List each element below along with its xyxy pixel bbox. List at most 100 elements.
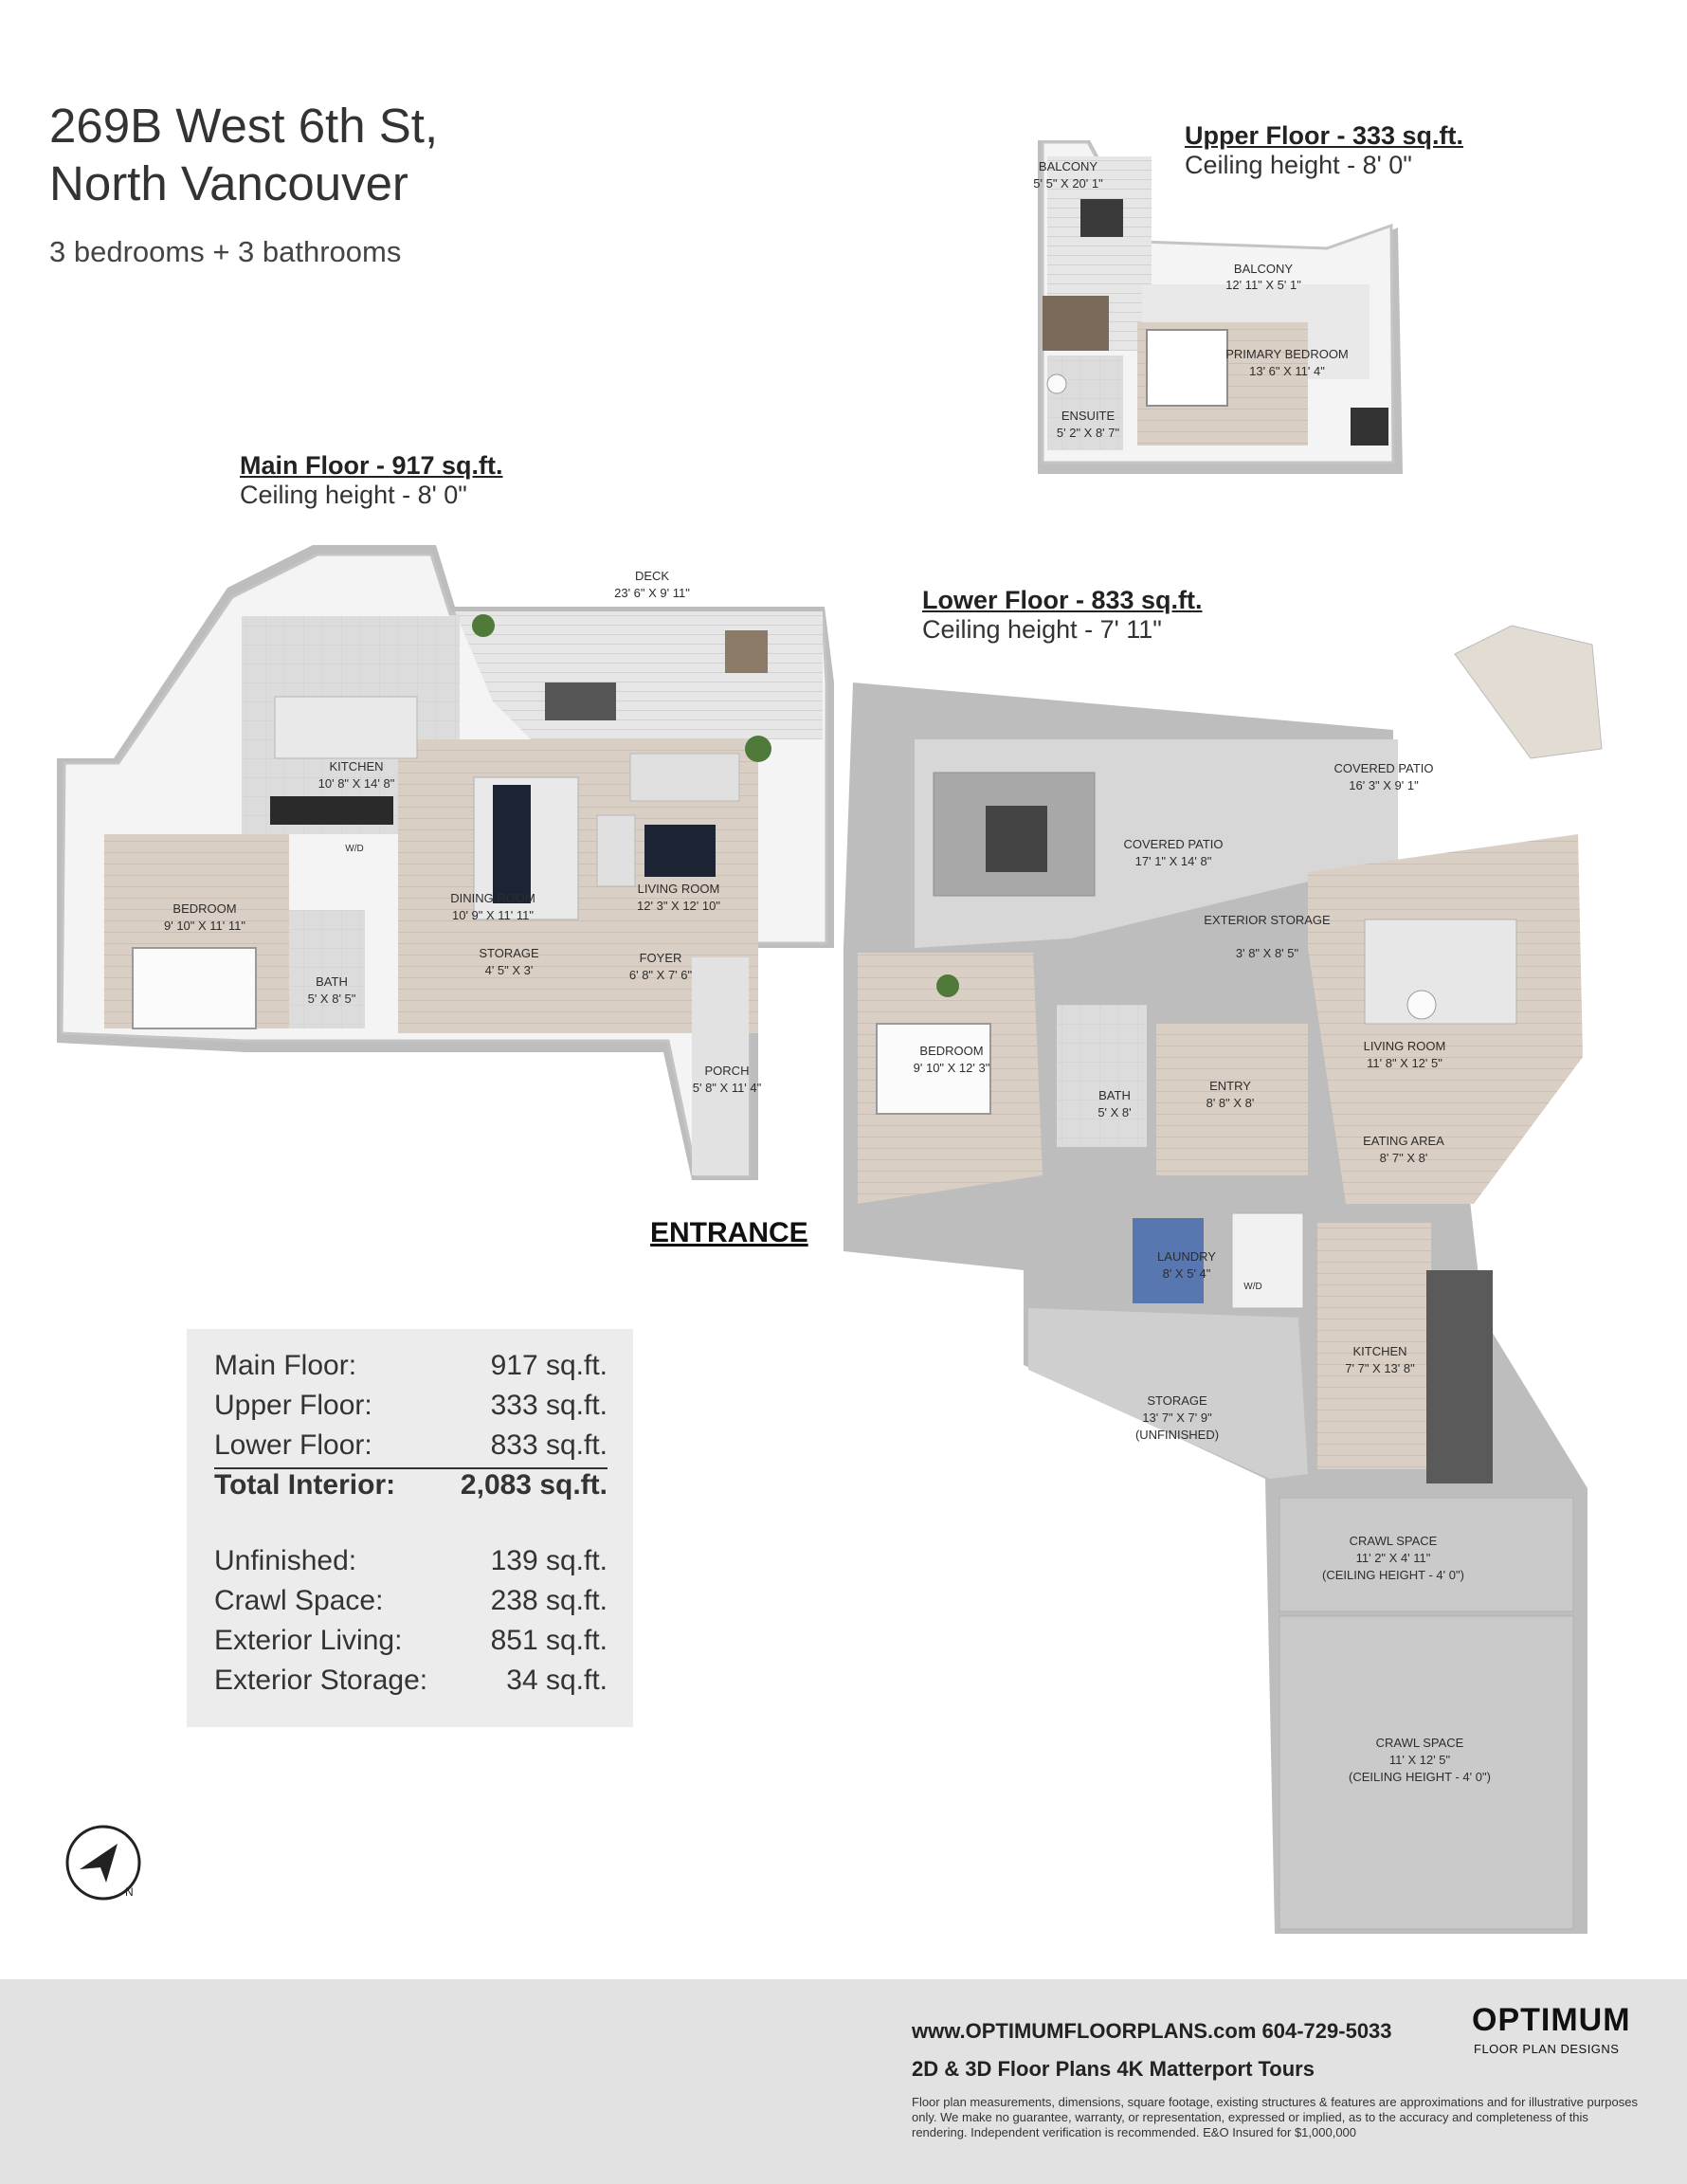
room-upper-ensuite-name: ENSUITE (1061, 409, 1116, 423)
property-address: 269B West 6th St, North Vancouver (49, 97, 438, 212)
room-lower-eating-name: EATING AREA (1363, 1134, 1444, 1148)
room-main-kitchen-dim: 10' 8" X 14' 8" (318, 776, 395, 791)
lower-wd-label: W/D (1243, 1282, 1261, 1292)
room-main-deck-name: DECK (635, 569, 669, 583)
stat-label: Exterior Living: (214, 1625, 403, 1656)
room-main-bath-name: BATH (316, 974, 348, 989)
stat-value: 833 sq.ft. (490, 1429, 608, 1461)
stat-label: Upper Floor: (214, 1390, 372, 1421)
room-main-kitchen-name: KITCHEN (329, 759, 383, 774)
bed-bath-summary: 3 bedrooms + 3 bathrooms (49, 235, 402, 268)
room-lower-crawl-2-dim: 11' X 12' 5" (1389, 1753, 1451, 1767)
main-floor-ceiling: Ceiling height - 8' 0" (240, 481, 467, 509)
room-upper-ensuite-dim: 5' 2" X 8' 7" (1057, 426, 1120, 440)
stat-value: 139 sq.ft. (490, 1545, 608, 1576)
room-main-storage-dim: 4' 5" X 3' (485, 963, 534, 977)
room-lower-eating-dim: 8' 7" X 8' (1380, 1151, 1428, 1165)
room-lower-laundry-name: LAUNDRY (1157, 1249, 1216, 1264)
room-main-bedroom-dim: 9' 10" X 11' 11" (164, 919, 245, 933)
main-floor-plan (57, 545, 834, 1180)
stat-label: Total Interior: (214, 1469, 396, 1501)
upper-floor-heading: Upper Floor - 333 sq.ft. Ceiling height … (1185, 121, 1463, 180)
logo-name: OPTIMUM (1472, 2002, 1631, 2038)
room-main-dining-dim: 10' 9" X 11' 11" (452, 908, 534, 922)
area-summary-box: Main Floor: 917 sq.ft. Upper Floor: 333 … (187, 1329, 633, 1727)
stat-value: 34 sq.ft. (506, 1665, 608, 1696)
stat-row: Exterior Storage: 34 sq.ft. (214, 1665, 608, 1702)
room-lower-entry-dim: 8' 8" X 8' (1206, 1096, 1255, 1110)
stat-label: Lower Floor: (214, 1429, 372, 1461)
stat-label: Exterior Storage: (214, 1665, 428, 1696)
room-upper-balcony-2-dim: 12' 11" X 5' 1" (1225, 278, 1301, 292)
room-main-foyer-name: FOYER (640, 951, 682, 965)
stat-value: 238 sq.ft. (490, 1585, 608, 1616)
room-main-living-dim: 12' 3" X 12' 10" (637, 899, 720, 913)
stat-row: Upper Floor: 333 sq.ft. (214, 1390, 608, 1428)
room-lower-ext-storage-dim: 3' 8" X 8' 5" (1236, 946, 1299, 960)
room-lower-kitchen-name: KITCHEN (1352, 1344, 1406, 1358)
address-line-2: North Vancouver (49, 156, 408, 210)
stat-label: Unfinished: (214, 1545, 357, 1576)
compass-north-arrow-icon: N (65, 1825, 141, 1901)
footer: www.OPTIMUMFLOORPLANS.com 604-729-5033 2… (0, 1979, 1687, 2184)
lower-floor-title: Lower Floor - 833 sq.ft. (922, 586, 1203, 614)
stat-value: 851 sq.ft. (490, 1625, 608, 1656)
stat-row: Unfinished: 139 sq.ft. (214, 1545, 608, 1583)
room-main-foyer-dim: 6' 8" X 7' 6" (629, 968, 693, 982)
logo-tagline: FLOOR PLAN DESIGNS (1474, 2042, 1620, 2056)
lower-floor-plan (844, 625, 1603, 1934)
room-main-bedroom-name: BEDROOM (172, 901, 236, 916)
company-logo: OPTIMUM FLOOR PLAN DESIGNS (1464, 1998, 1640, 2065)
room-main-storage-name: STORAGE (479, 946, 539, 960)
room-upper-balcony-2-name: BALCONY (1234, 262, 1293, 276)
room-lower-bedroom-dim: 9' 10" X 12' 3" (914, 1061, 990, 1075)
disclaimer: Floor plan measurements, dimensions, squ… (912, 2095, 1638, 2139)
upper-floor-plan (1038, 140, 1403, 474)
entrance-label: ENTRANCE (650, 1217, 808, 1248)
room-main-porch-name: PORCH (705, 1064, 750, 1078)
main-floor-heading: Main Floor - 917 sq.ft. Ceiling height -… (240, 451, 503, 510)
stat-row: Crawl Space: 238 sq.ft. (214, 1585, 608, 1623)
room-main-porch-dim: 5' 8" X 11' 4" (693, 1081, 762, 1095)
upper-floor-title: Upper Floor - 333 sq.ft. (1185, 121, 1464, 150)
stat-value: 917 sq.ft. (490, 1350, 608, 1381)
stat-label: Crawl Space: (214, 1585, 384, 1616)
main-floor-title: Main Floor - 917 sq.ft. (240, 451, 503, 480)
room-lower-bath-name: BATH (1098, 1088, 1131, 1102)
room-lower-living-dim: 11' 8" X 12' 5" (1367, 1056, 1442, 1070)
room-main-bath-dim: 5' X 8' 5" (308, 992, 356, 1006)
lower-floor-heading: Lower Floor - 833 sq.ft. Ceiling height … (922, 586, 1203, 645)
room-lower-storage-dim: 13' 7" X 7' 9" (1142, 1410, 1212, 1425)
room-lower-ext-storage-name: EXTERIOR STORAGE (1204, 913, 1331, 927)
room-lower-crawl-1-name: CRAWL SPACE (1350, 1534, 1438, 1548)
company-services: 2D & 3D Floor Plans 4K Matterport Tours (912, 2057, 1315, 2081)
room-upper-primary-bedroom-name: PRIMARY BEDROOM (1225, 347, 1349, 361)
room-lower-covered-patio-2-dim: 17' 1" X 14' 8" (1135, 854, 1212, 868)
room-upper-balcony-1-dim: 5' 5" X 20' 1" (1033, 176, 1103, 191)
stat-label: Main Floor: (214, 1350, 357, 1381)
floor-plan-drawings: BALCONY 5' 5" X 20' 1" BALCONY 12' 11" X… (57, 140, 1603, 1934)
room-lower-living-name: LIVING ROOM (1364, 1039, 1446, 1053)
room-lower-bedroom-name: BEDROOM (919, 1044, 983, 1058)
room-lower-crawl-2-name: CRAWL SPACE (1376, 1736, 1464, 1750)
upper-floor-ceiling: Ceiling height - 8' 0" (1185, 151, 1412, 179)
address-line-1: 269B West 6th St, (49, 99, 439, 153)
room-lower-entry-name: ENTRY (1209, 1079, 1251, 1093)
stat-value: 2,083 sq.ft. (460, 1469, 608, 1501)
room-lower-covered-patio-1-dim: 16' 3" X 9' 1" (1349, 778, 1419, 792)
stat-row: Lower Floor: 833 sq.ft. (214, 1429, 608, 1469)
room-upper-balcony-1-name: BALCONY (1039, 159, 1097, 173)
company-contact: www.OPTIMUMFLOORPLANS.com 604-729-5033 (912, 2019, 1392, 2043)
room-main-dining-name: DINING ROOM (450, 891, 535, 905)
svg-text:N: N (125, 1885, 134, 1899)
room-lower-crawl-1-dim: 11' 2" X 4' 11" (1356, 1551, 1431, 1565)
room-lower-crawl-1-note: (CEILING HEIGHT - 4' 0") (1322, 1568, 1464, 1582)
lower-floor-ceiling: Ceiling height - 7' 11" (922, 615, 1162, 644)
main-wd-label: W/D (345, 844, 363, 854)
room-main-living-name: LIVING ROOM (638, 882, 720, 896)
room-upper-primary-bedroom-dim: 13' 6" X 11' 4" (1249, 364, 1325, 378)
room-lower-storage-name: STORAGE (1147, 1393, 1207, 1408)
room-lower-storage-note: (UNFINISHED) (1135, 1428, 1219, 1442)
room-lower-covered-patio-2-name: COVERED PATIO (1124, 837, 1224, 851)
room-lower-covered-patio-1-name: COVERED PATIO (1334, 761, 1434, 775)
